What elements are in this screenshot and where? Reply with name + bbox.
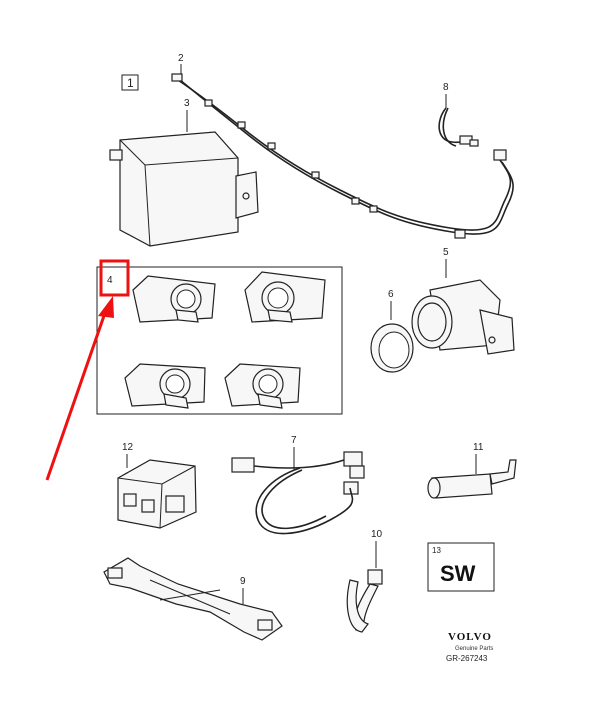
- callout-6: 6: [388, 289, 394, 300]
- sensor-holder-2: [244, 271, 326, 323]
- reference-code: GR-267243: [446, 654, 488, 663]
- extension-cable: [231, 451, 365, 535]
- sensor-holder-4: [224, 363, 301, 409]
- callout-5: 5: [443, 247, 449, 258]
- callout-4-highlight: [99, 259, 130, 297]
- sensor-holder-1: [132, 275, 216, 323]
- sensor-holder-3: [124, 363, 206, 409]
- volvo-logo: VOLVO: [448, 631, 492, 643]
- sensor-bracket: [103, 557, 283, 641]
- mounting-clip: [427, 459, 517, 499]
- software-label: SW: [440, 561, 476, 586]
- callout-2: 2: [178, 53, 184, 64]
- adapter-cable: [438, 107, 507, 161]
- callout-11: 11: [473, 442, 484, 453]
- sensor-ring: [370, 323, 414, 373]
- control-module: [109, 131, 259, 247]
- cable-tie: [346, 569, 383, 633]
- callout-10: 10: [371, 529, 383, 540]
- callout-7: 7: [291, 435, 297, 446]
- callout-12: 12: [122, 442, 134, 453]
- switch-unit: [117, 459, 197, 529]
- callout-4: 4: [107, 275, 113, 286]
- software-frame: [427, 542, 495, 592]
- callout-8: 8: [443, 82, 449, 93]
- callout-9: 9: [240, 576, 246, 587]
- callout-13: 13: [432, 546, 441, 555]
- red-arrow: [45, 296, 114, 481]
- box-label-frame: [121, 74, 139, 91]
- callout-3: 3: [184, 98, 190, 109]
- genuine-parts-text: Genuine Parts: [455, 646, 493, 652]
- parking-sensor: [411, 279, 515, 355]
- box-label-1: 1: [127, 76, 134, 90]
- wiring-harness: [171, 73, 514, 239]
